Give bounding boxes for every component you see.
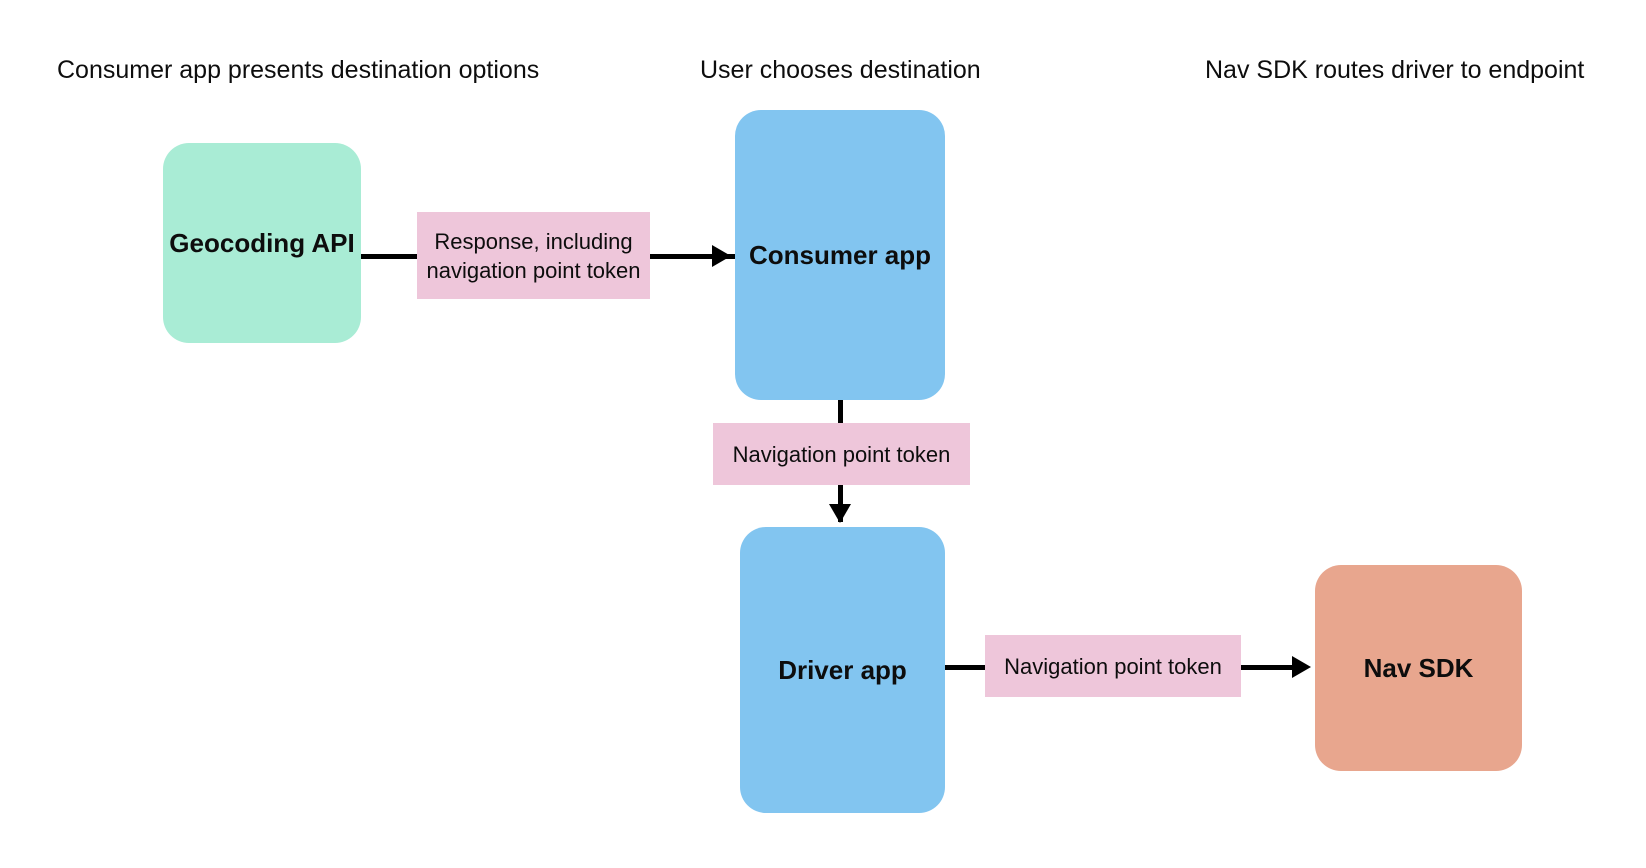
arrow-head-driver-to-navsdk	[1292, 656, 1311, 678]
edge-label-navigation-point-token-horizontal: Navigation point token	[985, 635, 1241, 697]
edge-label-navigation-point-token-vertical: Navigation point token	[713, 423, 970, 485]
column-header-user-chooses-destination: User chooses destination	[700, 56, 981, 84]
column-header-consumer-app-presents: Consumer app presents destination option…	[57, 56, 540, 84]
edge-label-navigation-point-token-vertical-text: Navigation point token	[732, 441, 951, 467]
node-consumer-app[interactable]: Consumer app	[735, 110, 945, 400]
node-consumer-app-label: Consumer app	[748, 240, 932, 270]
arrow-head-geocoding-to-consumer	[712, 245, 731, 267]
edge-label-response-text: Response, including navigation point tok…	[426, 228, 641, 283]
arrow-head-consumer-to-driver	[829, 504, 851, 523]
node-geocoding-api-label: Geocoding API	[169, 228, 355, 258]
node-driver-app-label: Driver app	[778, 655, 907, 685]
node-nav-sdk-label: Nav SDK	[1363, 653, 1474, 683]
column-header-nav-sdk-routes-driver: Nav SDK routes driver to endpoint	[1205, 56, 1585, 84]
node-geocoding-api[interactable]: Geocoding API	[163, 143, 361, 343]
edge-label-response-including-navigation-point-token: Response, including navigation point tok…	[417, 212, 650, 299]
node-driver-app[interactable]: Driver app	[740, 527, 945, 813]
node-nav-sdk[interactable]: Nav SDK	[1315, 565, 1522, 771]
edge-label-navigation-point-token-horizontal-text: Navigation point token	[1004, 653, 1222, 679]
